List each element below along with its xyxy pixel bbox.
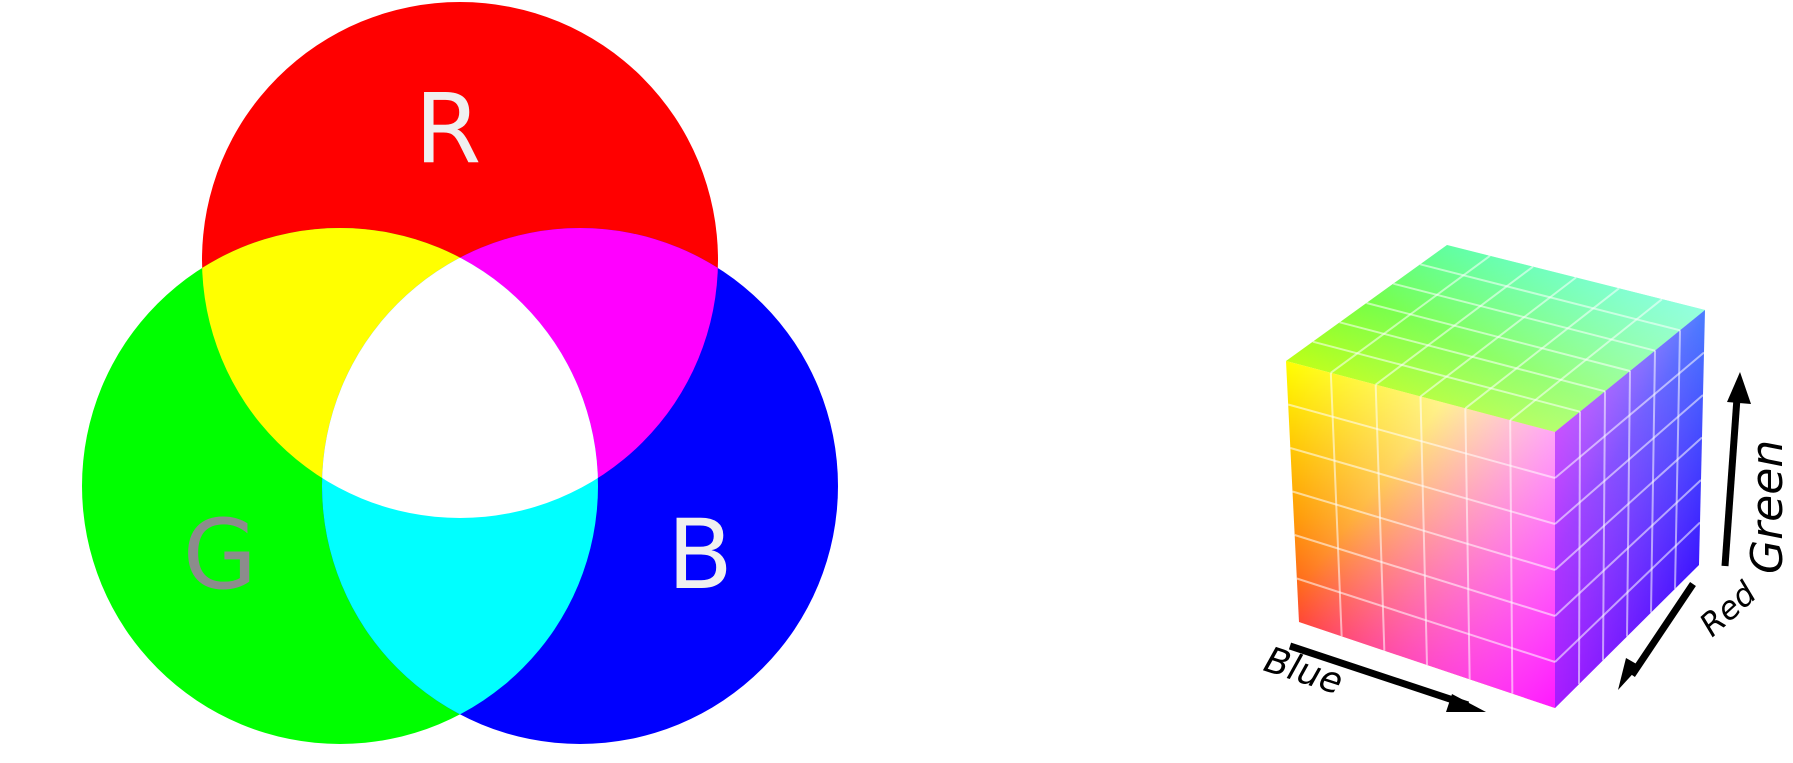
- green-axis-arrow: [1721, 397, 1741, 567]
- red-axis-arrow: [1629, 582, 1696, 677]
- white-center-overlap: [322, 228, 598, 518]
- cube-right-magenta: [1555, 310, 1705, 708]
- green-axis-arrowhead: [1727, 372, 1751, 404]
- blue-axis-label: Blue: [1259, 640, 1347, 704]
- red-axis-label: Red: [1692, 574, 1764, 644]
- front-face-grid-line: [1296, 577, 1556, 663]
- right-face-grid-line: [1554, 521, 1701, 663]
- cube-grid-lines: [1287, 255, 1705, 694]
- red-axis-arrowhead: [1618, 658, 1640, 690]
- label-r: R: [415, 73, 482, 185]
- label-g: G: [183, 499, 257, 611]
- rgb-venn-diagram: R G B: [82, 2, 838, 744]
- top-face-grid-line: [1509, 298, 1663, 421]
- rgb-color-cube: Blue Red Green: [1259, 245, 1793, 712]
- green-axis-label: Green: [1742, 440, 1793, 574]
- label-b: B: [667, 499, 733, 611]
- blue-axis-arrowhead: [1446, 694, 1486, 712]
- cube-front-magenta: [1286, 361, 1555, 708]
- blue-axis-arrow: [1288, 642, 1470, 709]
